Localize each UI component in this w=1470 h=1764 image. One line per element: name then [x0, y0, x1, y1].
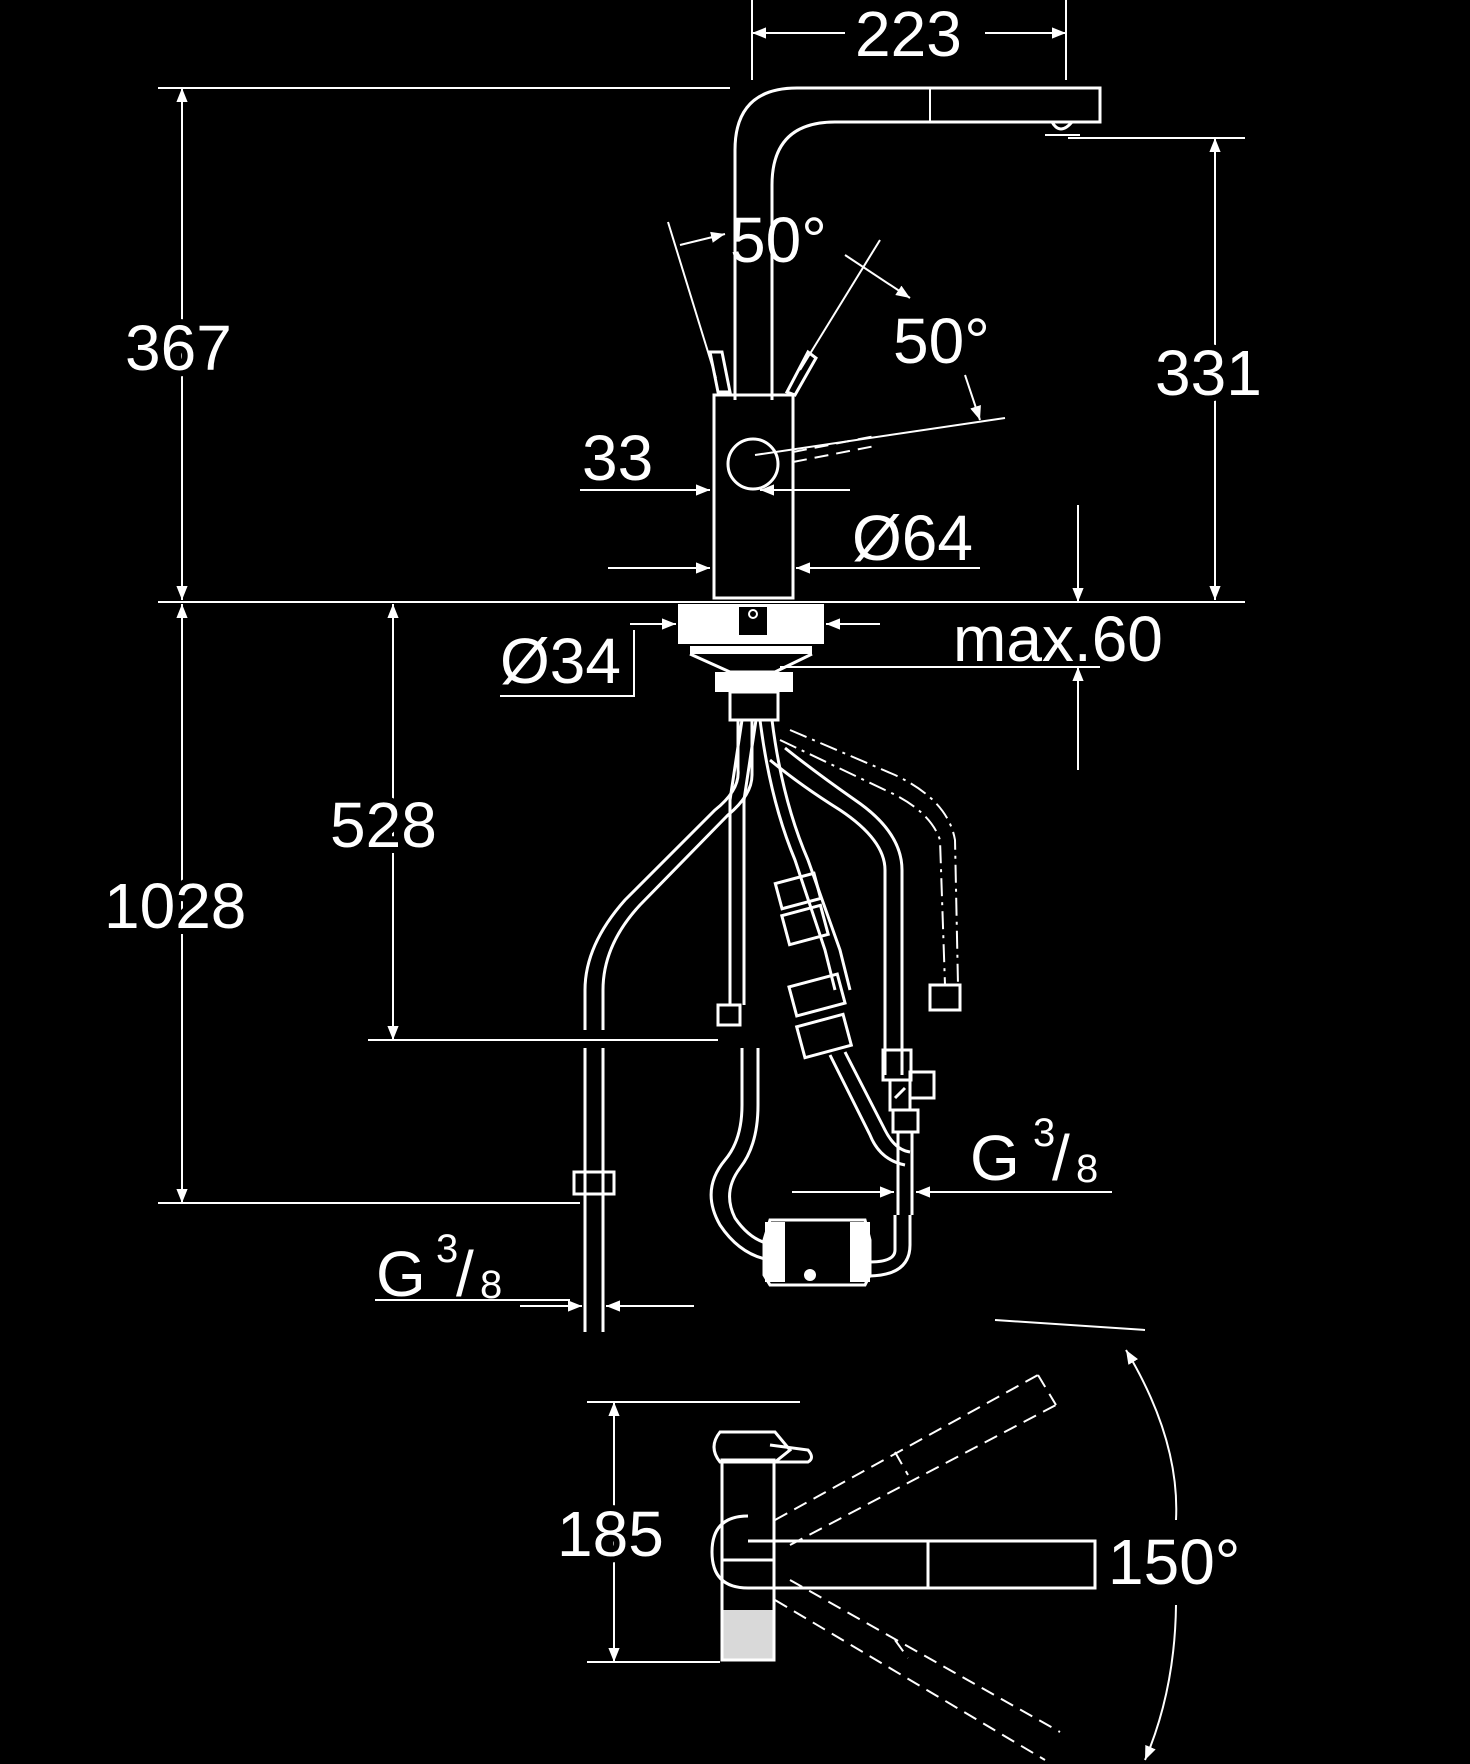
dim-diameter-34-label: Ø34: [500, 625, 621, 697]
thread-left-slash: /: [456, 1238, 474, 1310]
thread-left-numerator: 3: [436, 1227, 458, 1271]
thread-right-denominator: 8: [1076, 1147, 1098, 1191]
thread-right-numerator: 3: [1033, 1111, 1055, 1155]
faucet-top-view: [710, 1374, 1097, 1761]
dim-331-label: 331: [1155, 337, 1262, 409]
dim-33-label: 33: [582, 422, 653, 494]
dim-223-label: 223: [855, 0, 962, 70]
thread-left-letter: G: [376, 1238, 426, 1310]
thread-right-letter: G: [970, 1122, 1020, 1194]
dim-max-60-label: max.60: [953, 603, 1163, 675]
thread-right-slash: /: [1052, 1122, 1070, 1194]
angle-150-label: 150°: [1108, 1526, 1240, 1598]
angle-50-right-label: 50°: [893, 305, 990, 377]
angle-50-left-label: 50°: [730, 204, 827, 276]
thread-left-denominator: 8: [480, 1263, 502, 1307]
dim-528-label: 528: [330, 789, 437, 861]
dim-1028-label: 1028: [104, 870, 246, 942]
dim-185-label: 185: [557, 1498, 664, 1570]
faucet-front-view: [572, 86, 1102, 1332]
dim-367-label: 367: [125, 312, 232, 384]
top-view-dimensions: 185 150°: [551, 1319, 1240, 1761]
dim-diameter-64-label: Ø64: [852, 502, 973, 574]
front-view-dimensions: 223 367 331 50° 50° 33 Ø64 Ø34: [98, 0, 1268, 1312]
